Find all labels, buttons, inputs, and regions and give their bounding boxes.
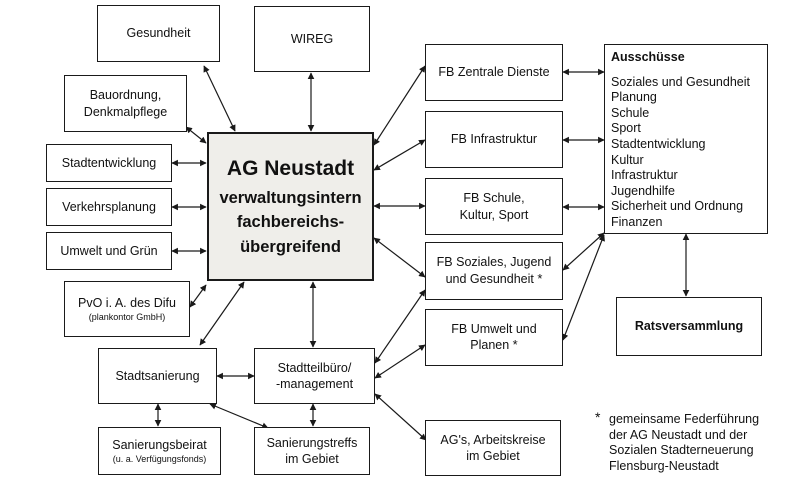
ausschuesse-item: Sicherheit und Ordnung: [611, 199, 744, 214]
ags-line-1: AG's, Arbeitskreise: [440, 432, 546, 447]
sanierungstreffs-line-2: im Gebiet: [285, 452, 339, 466]
box-fb-soziales: FB Soziales, Jugend und Gesundheit *: [425, 242, 563, 300]
footnote-line-1: gemeinsame Federführung: [609, 412, 760, 426]
arrow-stadtteilbuero-soziales: [374, 289, 426, 364]
center-line-1: verwaltungsintern: [219, 188, 362, 207]
box-umwelt-gruen: Umwelt und Grün: [46, 232, 172, 270]
box-gesundheit: Gesundheit: [97, 5, 220, 62]
arrow-gesundheit-center: [203, 65, 236, 132]
box-fb-schule: FB Schule, Kultur, Sport: [425, 178, 563, 235]
box-pvo: PvO i. A. des Difu (plankontor GmbH): [64, 281, 190, 337]
box-stadtentwicklung: Stadtentwicklung: [46, 144, 172, 182]
sanierungsbeirat-line-1: Sanierungsbeirat: [112, 437, 207, 452]
ausschuesse-item: Kultur: [611, 152, 644, 167]
center-title: AG Neustadt: [226, 157, 355, 181]
fb-infrastruktur-label: FB Infrastruktur: [450, 132, 538, 147]
verkehrsplanung-label: Verkehrsplanung: [62, 199, 156, 214]
bauordnung-line-1: Bauordnung,: [89, 88, 162, 103]
gesundheit-label: Gesundheit: [126, 26, 191, 41]
box-ratsversammlung: Ratsversammlung: [616, 297, 762, 356]
box-fb-zentrale-dienste: FB Zentrale Dienste: [425, 44, 563, 101]
box-verkehrsplanung: Verkehrsplanung: [46, 188, 172, 226]
box-sanierungsbeirat: Sanierungsbeirat (u. a. Verfügungsfonds): [98, 427, 221, 475]
center-line-3: übergreifend: [240, 238, 341, 257]
footnote-line-2: der AG Neustadt und der: [609, 427, 748, 442]
fb-umwelt-asterisk: *: [512, 337, 518, 353]
arrow-pvo-center: [189, 284, 207, 308]
ausschuesse-item: Sport: [611, 121, 641, 136]
fb-schule-line-1: FB Schule,: [463, 191, 525, 206]
sanierungsbeirat-line-2: (u. a. Verfügungsfonds): [112, 453, 207, 464]
arrow-stadtteilbuero-umwelt: [374, 344, 426, 379]
fb-schule-line-2: Kultur, Sport: [459, 207, 529, 222]
ausschuesse-item: Soziales und Gesundheit: [611, 74, 750, 89]
footnote-marker: *: [595, 409, 601, 425]
ausschuesse-item: Finanzen: [611, 214, 663, 229]
box-ausschuesse: Ausschüsse Soziales und Gesundheit Planu…: [604, 44, 768, 234]
fb-soziales-line-2-wrap: und Gesundheit *: [446, 271, 543, 288]
box-fb-umwelt-planen: FB Umwelt und Planen *: [425, 309, 563, 366]
ausschuesse-item: Stadtentwicklung: [611, 136, 706, 151]
ausschuesse-item: Planung: [611, 90, 657, 105]
arrow-center-soziales: [373, 237, 426, 278]
footnote: * gemeinsame Federführung der AG Neustad…: [595, 409, 760, 474]
bauordnung-line-2: Denkmalpflege: [83, 104, 168, 119]
fb-zentrale-label: FB Zentrale Dienste: [438, 65, 550, 80]
arrow-bauordnung-center: [185, 126, 207, 144]
ausschuesse-item: Schule: [611, 105, 650, 120]
arrow-stadtsanierung-center: [199, 281, 245, 346]
ausschuesse-item: Infrastruktur: [611, 168, 678, 183]
box-sanierungstreffs: Sanierungstreffs im Gebiet: [254, 427, 370, 475]
fb-soziales-line-2: und Gesundheit: [445, 271, 534, 286]
wireg-label: WIREG: [290, 31, 334, 46]
arrow-stadtsanierung-sanierungstreffs: [209, 403, 269, 429]
ratsversammlung-label: Ratsversammlung: [634, 319, 744, 334]
arrow-center-zentrale: [373, 65, 426, 146]
fb-umwelt-line-2: Planen: [470, 338, 510, 353]
box-stadtsanierung: Stadtsanierung: [98, 348, 217, 404]
fb-soziales-asterisk: *: [537, 270, 543, 286]
stadtentwicklung-label: Stadtentwicklung: [61, 155, 157, 170]
ausschuesse-title: Ausschüsse: [611, 50, 685, 64]
box-stadtteilbuero: Stadtteilbüro/ -management: [254, 348, 375, 404]
stadtteilbuero-line-2: -management: [275, 377, 354, 391]
ags-line-2: im Gebiet: [466, 449, 520, 463]
arrow-stadtteilbuero-ags: [374, 393, 427, 441]
footnote-line-4: Flensburg-Neustadt: [609, 458, 719, 473]
box-fb-infrastruktur: FB Infrastruktur: [425, 111, 563, 168]
fb-soziales-line-1: FB Soziales, Jugend: [436, 255, 552, 270]
sanierungstreffs-line-1: Sanierungstreffs: [266, 435, 358, 450]
box-ag-neustadt: AG Neustadt verwaltungsintern fachbereic…: [207, 132, 374, 281]
center-line-2: fachbereichs-: [236, 213, 345, 232]
stadtsanierung-label: Stadtsanierung: [115, 368, 200, 383]
pvo-line-2: (plankontor GmbH): [88, 311, 166, 322]
fb-umwelt-line-1: FB Umwelt und: [451, 321, 537, 336]
arrow-umwelt-ausschuesse: [562, 234, 605, 341]
fb-umwelt-line-2-wrap: Planen *: [470, 337, 517, 354]
stadtteilbuero-line-1: Stadtteilbüro/: [277, 360, 352, 375]
box-wireg: WIREG: [254, 6, 370, 72]
box-bauordnung: Bauordnung, Denkmalpflege: [64, 75, 187, 132]
pvo-line-1: PvO i. A. des Difu: [78, 295, 176, 310]
arrow-center-infrastruktur: [373, 139, 426, 171]
footnote-line-3: Sozialen Stadterneuerung: [609, 443, 754, 457]
ausschuesse-item: Jugendhilfe: [611, 183, 675, 198]
umwelt-gruen-label: Umwelt und Grün: [60, 243, 158, 258]
box-ags-arbeitskreise: AG's, Arbeitskreise im Gebiet: [425, 420, 561, 476]
